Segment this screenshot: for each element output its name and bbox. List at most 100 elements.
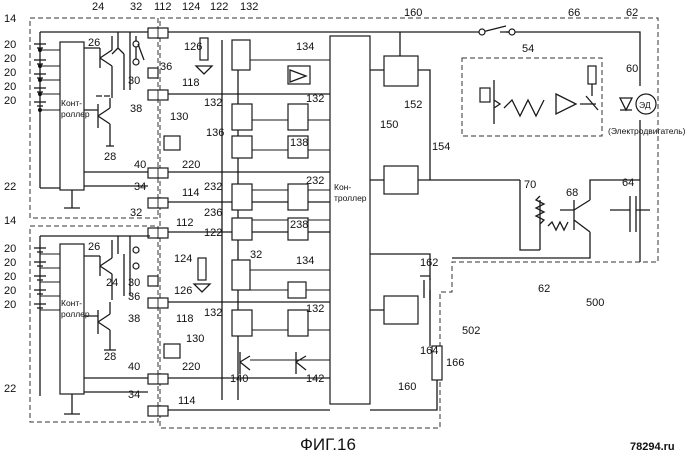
svg-text:20: 20 [4,271,16,283]
svg-text:20: 20 [4,243,16,255]
svg-text:20: 20 [4,67,16,79]
svg-text:124: 124 [174,253,192,265]
svg-text:14: 14 [4,13,16,25]
connectors-top [147,27,169,417]
svg-text:500: 500 [586,297,604,309]
block-164 [383,295,419,325]
switch-cells [163,39,311,374]
svg-text:138: 138 [290,137,308,149]
svg-text:20: 20 [4,299,16,311]
svg-text:40: 40 [128,361,140,373]
svg-text:134: 134 [296,41,314,53]
svg-text:118: 118 [176,313,194,325]
svg-text:36: 36 [160,61,172,73]
reference-labels: 14 20 20 20 20 20 22 24 26 28 30 32 112 … [4,1,638,407]
fet-162 [420,275,431,300]
svg-text:220: 220 [182,361,200,373]
svg-text:26: 26 [88,241,100,253]
top-pack-switching [40,31,159,209]
svg-text:114: 114 [182,187,200,199]
svg-text:132: 132 [306,303,324,315]
resistors-70 [534,195,569,232]
svg-text:220: 220 [182,159,200,171]
svg-text:66: 66 [568,7,580,19]
svg-text:64: 64 [622,177,634,189]
bottom-pack-switching [40,235,159,415]
svg-text:38: 38 [130,103,142,115]
controller-left-top [59,41,85,191]
block-152 [383,55,419,87]
svg-text:24: 24 [106,277,118,289]
svg-text:160: 160 [398,381,416,393]
watermark: 78294.ru [630,441,675,453]
svg-text:130: 130 [170,111,188,123]
svg-text:14: 14 [4,215,16,227]
svg-text:ЭД: ЭД [639,100,651,110]
dashed-enclosures [29,17,659,429]
svg-text:32: 32 [250,249,262,261]
svg-text:136: 136 [206,127,224,139]
svg-text:28: 28 [104,151,116,163]
svg-text:40: 40 [134,159,146,171]
svg-text:122: 122 [210,1,228,13]
svg-text:20: 20 [4,95,16,107]
svg-text:134: 134 [296,255,314,267]
svg-text:502: 502 [462,325,480,337]
right-wiring [370,25,650,411]
svg-text:70: 70 [524,179,536,191]
motor-note: (Электродвигатель) [608,126,686,136]
controller-left-top-label: Конт-роллер [61,98,90,119]
svg-text:20: 20 [4,81,16,93]
svg-text:112: 112 [154,1,172,13]
svg-text:132: 132 [204,307,222,319]
svg-text:140: 140 [230,373,248,385]
svg-text:54: 54 [522,43,534,55]
block-154 [383,165,419,195]
svg-text:142: 142 [306,373,324,385]
svg-text:30: 30 [128,75,140,87]
svg-text:30: 30 [128,277,140,289]
svg-text:28: 28 [104,351,116,363]
svg-text:152: 152 [404,99,422,111]
controller-left-bottom [59,243,85,395]
figure-caption: ФИГ.16 [300,435,356,454]
svg-text:160: 160 [404,7,422,19]
svg-text:232: 232 [204,181,222,193]
svg-text:34: 34 [128,389,140,401]
svg-text:130: 130 [186,333,204,345]
battery-stack-top [34,32,60,188]
svg-text:62: 62 [626,7,638,19]
svg-text:126: 126 [184,41,202,53]
svg-text:150: 150 [380,119,398,131]
svg-text:62: 62 [538,283,550,295]
svg-text:38: 38 [128,313,140,325]
svg-text:132: 132 [204,97,222,109]
svg-text:24: 24 [92,1,104,13]
svg-text:118: 118 [182,77,200,89]
svg-text:20: 20 [4,39,16,51]
svg-text:32: 32 [130,207,142,219]
block-66-internals [479,65,599,124]
svg-text:132: 132 [240,1,258,13]
svg-text:238: 238 [290,219,308,231]
svg-text:236: 236 [204,207,222,219]
controller-center [329,35,371,405]
svg-text:36: 36 [128,291,140,303]
svg-text:166: 166 [446,357,464,369]
svg-text:232: 232 [306,175,324,187]
svg-text:162: 162 [420,257,438,269]
svg-text:114: 114 [178,395,196,407]
svg-text:132: 132 [306,93,324,105]
svg-text:20: 20 [4,257,16,269]
svg-text:126: 126 [174,285,192,297]
motor: ЭД [618,93,657,115]
controller-center-label: Кон-троллер [334,182,367,203]
svg-text:20: 20 [4,285,16,297]
svg-text:164: 164 [420,345,438,357]
svg-text:122: 122 [204,227,222,239]
battery-stack-bottom [34,236,60,396]
svg-text:154: 154 [432,141,450,153]
svg-text:68: 68 [566,187,578,199]
controller-left-bottom-label: Конт-роллер [61,298,90,319]
svg-text:26: 26 [88,37,100,49]
